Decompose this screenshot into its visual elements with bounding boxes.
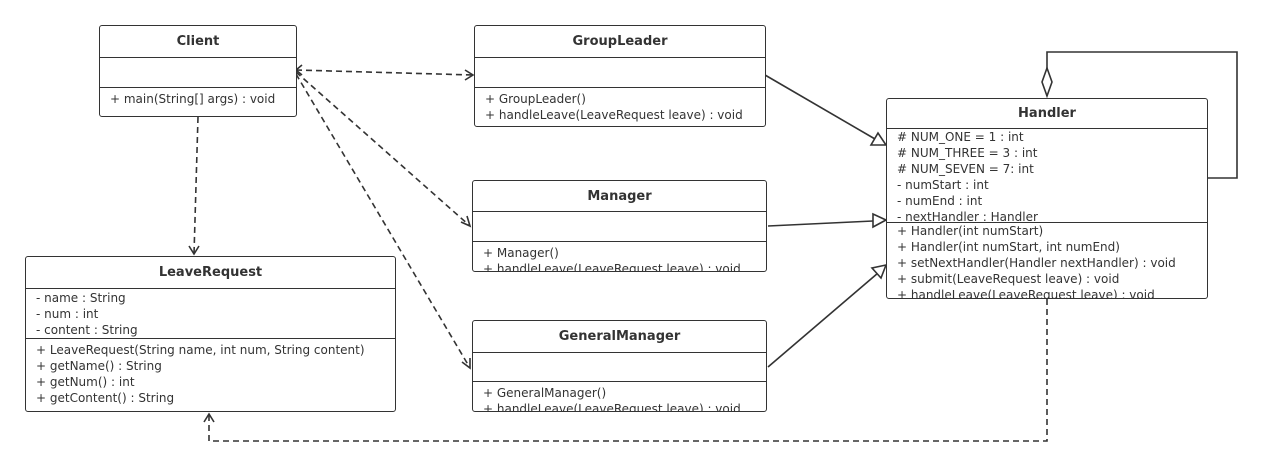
operation: + LeaveRequest(String name, int num, Str… [36, 343, 365, 357]
operation: + handleLeave(LeaveRequest leave) : void [483, 262, 741, 272]
attribute: # NUM_SEVEN = 7: int [897, 162, 1034, 176]
aggregation-diamond [1041, 65, 1053, 99]
class-leaverequest[interactable]: LeaveRequest - name : String - num : int… [25, 256, 396, 412]
operation: + setNextHandler(Handler nextHandler) : … [897, 256, 1176, 270]
generalization-triangle [869, 131, 888, 146]
attribute: - num : int [36, 307, 99, 321]
class-name: Manager [473, 181, 766, 212]
dependency-client-generalmanager[interactable] [295, 73, 471, 369]
dependency-handler-leaverequest[interactable] [208, 299, 1048, 442]
class-groupleader[interactable]: GroupLeader + GroupLeader() + handleLeav… [474, 25, 766, 127]
class-name: Client [100, 26, 296, 58]
operations-compartment: + Manager() + handleLeave(LeaveRequest l… [473, 242, 766, 272]
operations-compartment: + GroupLeader() + handleLeave(LeaveReque… [475, 88, 765, 123]
operations-compartment: + Handler(int numStart) + Handler(int nu… [887, 223, 1207, 299]
operation: + Manager() [483, 246, 559, 260]
class-name: GroupLeader [475, 26, 765, 58]
operations-compartment: + main(String[] args) : void [100, 88, 296, 107]
attribute: # NUM_ONE = 1 : int [897, 130, 1024, 144]
dependency-arrowhead [461, 358, 471, 370]
operation: + submit(LeaveRequest leave) : void [897, 272, 1120, 286]
generalization-triangle [872, 212, 888, 229]
class-generalmanager[interactable]: GeneralManager + GeneralManager() + hand… [472, 320, 767, 412]
dependency-arrowhead [460, 215, 472, 228]
class-name: GeneralManager [473, 321, 766, 353]
dependency-arrowhead [203, 412, 215, 423]
attributes-compartment [100, 58, 296, 88]
attributes-compartment [473, 212, 766, 242]
attributes-compartment [473, 353, 766, 382]
operation: + Handler(int numStart) [897, 224, 1044, 238]
operations-compartment: + LeaveRequest(String name, int num, Str… [26, 339, 395, 406]
operation: + main(String[] args) : void [110, 92, 276, 106]
attribute: - numEnd : int [897, 194, 983, 208]
operation: + handleLeave(LeaveRequest leave) : void [897, 288, 1155, 299]
dependency-arrowhead [188, 245, 200, 256]
attributes-compartment: - name : String - num : int - content : … [26, 289, 395, 339]
operation: + getNum() : int [36, 375, 135, 389]
generalization-groupleader-handler[interactable] [764, 74, 876, 140]
class-name: LeaveRequest [26, 257, 395, 289]
dependency-arrowhead [464, 69, 475, 81]
class-client[interactable]: Client + main(String[] args) : void [99, 25, 297, 117]
generalization-triangle [870, 263, 888, 280]
dependency-client-groupleader[interactable] [295, 69, 474, 76]
attribute: - numStart : int [897, 178, 989, 192]
class-manager[interactable]: Manager + Manager() + handleLeave(LeaveR… [472, 180, 767, 272]
operation: + Handler(int numStart, int numEnd) [897, 240, 1120, 254]
operation: + GroupLeader() [485, 92, 586, 106]
generalization-generalmanager-handler[interactable] [767, 272, 879, 368]
operation: + handleLeave(LeaveRequest leave) : void [483, 402, 741, 412]
dependency-client-leaverequest[interactable] [193, 116, 199, 255]
attributes-compartment [475, 58, 765, 88]
attribute: - content : String [36, 323, 138, 337]
class-name: Handler [887, 99, 1207, 129]
operations-compartment: + GeneralManager() + handleLeave(LeaveRe… [473, 382, 766, 412]
dependency-client-manager[interactable] [295, 71, 471, 227]
attribute: - name : String [36, 291, 126, 305]
operation: + GeneralManager() [483, 386, 607, 400]
attribute: # NUM_THREE = 3 : int [897, 146, 1038, 160]
attribute: - nextHandler : Handler [897, 210, 1038, 223]
operation: + getContent() : String [36, 391, 175, 405]
generalization-manager-handler[interactable] [767, 220, 874, 227]
attributes-compartment: # NUM_ONE = 1 : int # NUM_THREE = 3 : in… [887, 129, 1207, 223]
operation: + getName() : String [36, 359, 162, 373]
operation: + handleLeave(LeaveRequest leave) : void [485, 108, 743, 122]
class-handler[interactable]: Handler # NUM_ONE = 1 : int # NUM_THREE … [886, 98, 1208, 299]
